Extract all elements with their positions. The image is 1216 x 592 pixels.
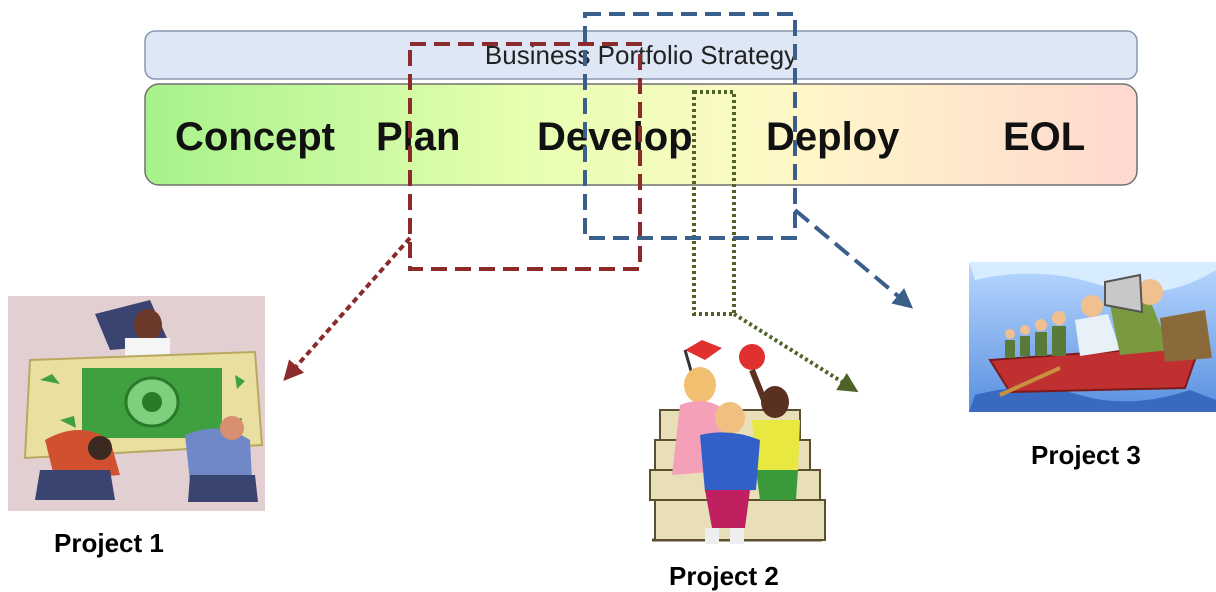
project-1-bracket xyxy=(283,42,642,381)
project-1-illustration xyxy=(8,296,265,511)
project-1-label: Project 1 xyxy=(54,528,164,558)
project-2-label: Project 2 xyxy=(669,561,779,591)
project-2-illustration xyxy=(649,340,826,544)
phase-eol: EOL xyxy=(1003,115,1085,159)
project-1-arrow xyxy=(283,236,412,381)
phase-plan: Plan xyxy=(376,115,460,159)
project-3-illustration xyxy=(969,262,1216,412)
project-3-arrow xyxy=(793,208,914,309)
project-3-bracket xyxy=(583,12,914,309)
phase-develop: Develop xyxy=(537,115,693,159)
phase-deploy: Deploy xyxy=(766,115,900,159)
project-3-label: Project 3 xyxy=(1031,440,1141,470)
phase-concept: Concept xyxy=(175,115,335,159)
project-2-bracket xyxy=(692,90,859,393)
